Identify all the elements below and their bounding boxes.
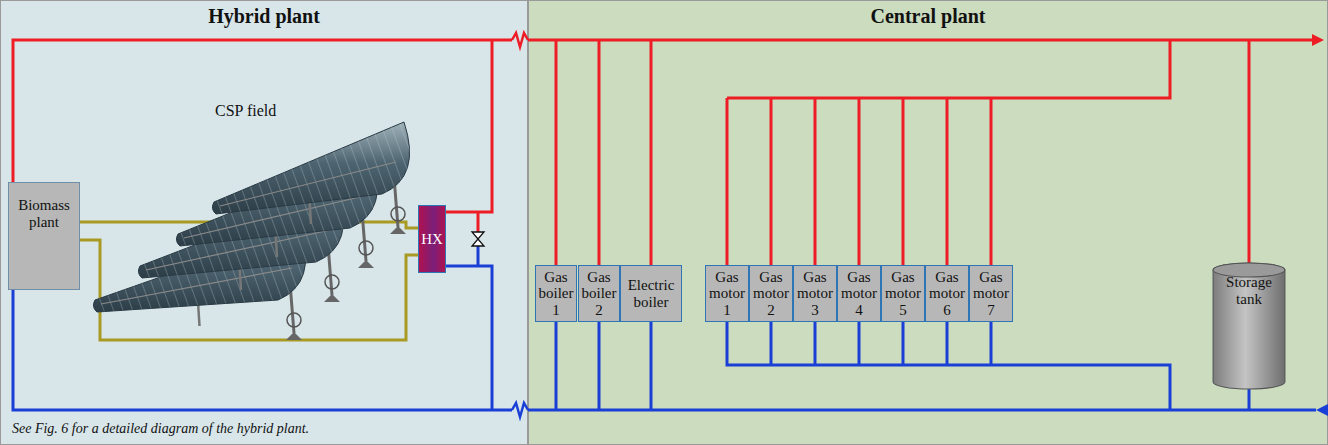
node-label: Electric boiler — [621, 277, 681, 310]
trough-mirror — [212, 122, 409, 214]
node-label: Gas motor 4 — [838, 269, 880, 319]
drive-wheel — [287, 313, 301, 327]
node-label: Gas motor 1 — [706, 269, 748, 319]
central-panel: Central plantGas boiler 1Gas boiler 2Ele… — [528, 0, 1328, 445]
node-label: Gas motor 5 — [882, 269, 924, 319]
central-ground — [529, 1, 1328, 445]
drive-wheel — [359, 241, 373, 255]
motor-box: Gas motor 7 — [969, 265, 1013, 322]
panel-title: Central plant — [528, 5, 1328, 28]
supply-pipes — [13, 33, 1312, 265]
pylon-foot — [324, 294, 340, 302]
storage-tank: Storage tank — [1212, 262, 1286, 390]
return-arrowhead — [1316, 404, 1328, 416]
field-label: CSP field — [215, 102, 276, 120]
motor-box: Gas motor 3 — [793, 265, 837, 322]
plant-box: Biomass plant — [8, 182, 80, 290]
heat-exchanger: HX — [418, 205, 446, 273]
drive-wheel — [325, 275, 339, 289]
node-label: Gas motor 6 — [926, 269, 968, 319]
bypass-valve — [472, 232, 484, 246]
absorber-tube — [220, 162, 396, 206]
node-label: Gas boiler 1 — [536, 269, 576, 319]
node-label: Biomass plant — [9, 197, 79, 230]
figure-note: See Fig. 6 for a detailed diagram of the… — [12, 421, 309, 437]
node-label: Storage tank — [1212, 274, 1286, 307]
pylon-foot — [390, 226, 406, 234]
motor-box: Gas motor 5 — [881, 265, 925, 322]
motor-box: Gas motor 1 — [705, 265, 749, 322]
mirror-segments — [212, 122, 409, 214]
node-label: Gas motor 2 — [750, 269, 792, 319]
node-label: HX — [421, 231, 443, 248]
supply-arrowhead — [1312, 34, 1324, 46]
drive-wheel — [391, 207, 405, 221]
node-label: Gas motor 7 — [970, 269, 1012, 319]
node-label: Gas motor 3 — [794, 269, 836, 319]
boiler-box: Electric boiler — [620, 265, 682, 322]
motor-box: Gas motor 2 — [749, 265, 793, 322]
pylon-foot — [286, 332, 302, 340]
node-label: Gas boiler 2 — [579, 269, 619, 319]
motor-box: Gas motor 6 — [925, 265, 969, 322]
pylon-foot — [358, 260, 374, 268]
panel-title: Hybrid plant — [0, 5, 528, 28]
boiler-box: Gas boiler 2 — [578, 265, 620, 322]
hybrid-ground — [1, 1, 528, 445]
hybrid-panel: Hybrid plantBiomass plantHX — [0, 0, 528, 445]
boiler-box: Gas boiler 1 — [535, 265, 577, 322]
motor-box: Gas motor 4 — [837, 265, 881, 322]
parabolic-troughs — [93, 122, 409, 340]
